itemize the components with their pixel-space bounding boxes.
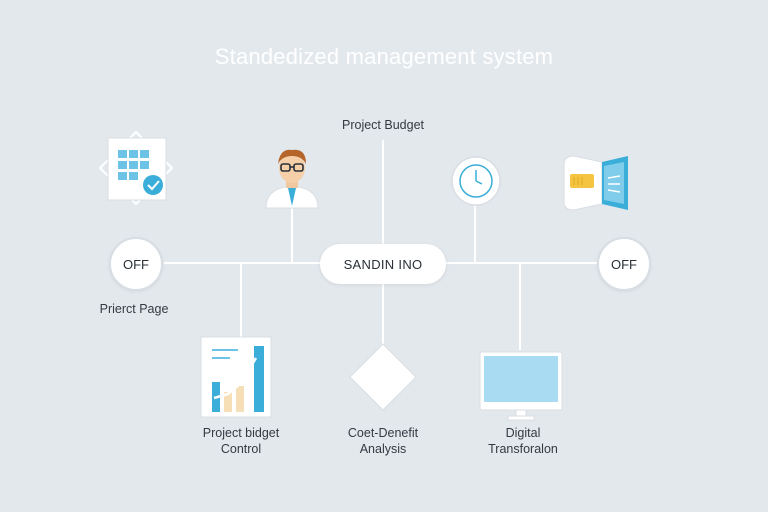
off-toggle-right[interactable]: OFF	[597, 237, 651, 291]
budget-control-line2: Control	[220, 442, 262, 456]
project-page-label: Prierct Page	[99, 302, 169, 316]
person-glasses-icon	[265, 149, 319, 209]
calendar-check-icon	[98, 130, 174, 206]
cost-benefit-label: Coet-Denefit Analysis	[330, 425, 436, 457]
project-budget-label: Project Budget	[342, 118, 424, 132]
digital-transformation-label: Digital Transforalon	[468, 425, 578, 457]
bar-chart-icon	[200, 336, 272, 418]
clock-icon	[451, 156, 501, 206]
cost-benefit-line2: Analysis	[359, 442, 407, 456]
monitor-icon	[479, 351, 563, 421]
off-toggle-left[interactable]: OFF	[109, 237, 163, 291]
projector-icon	[563, 155, 628, 211]
cost-benefit-line1: Coet-Denefit	[347, 426, 419, 440]
budget-control-label: Project bidget Control	[180, 425, 302, 457]
digital-line1: Digital	[505, 426, 541, 440]
budget-control-line1: Project bidget	[202, 426, 280, 440]
digital-line2: Transforalon	[488, 442, 558, 456]
diagram-title: Standedized management system	[214, 44, 554, 69]
central-hub-node[interactable]: SANDIN INO	[320, 244, 446, 284]
diamond-icon	[349, 343, 417, 411]
